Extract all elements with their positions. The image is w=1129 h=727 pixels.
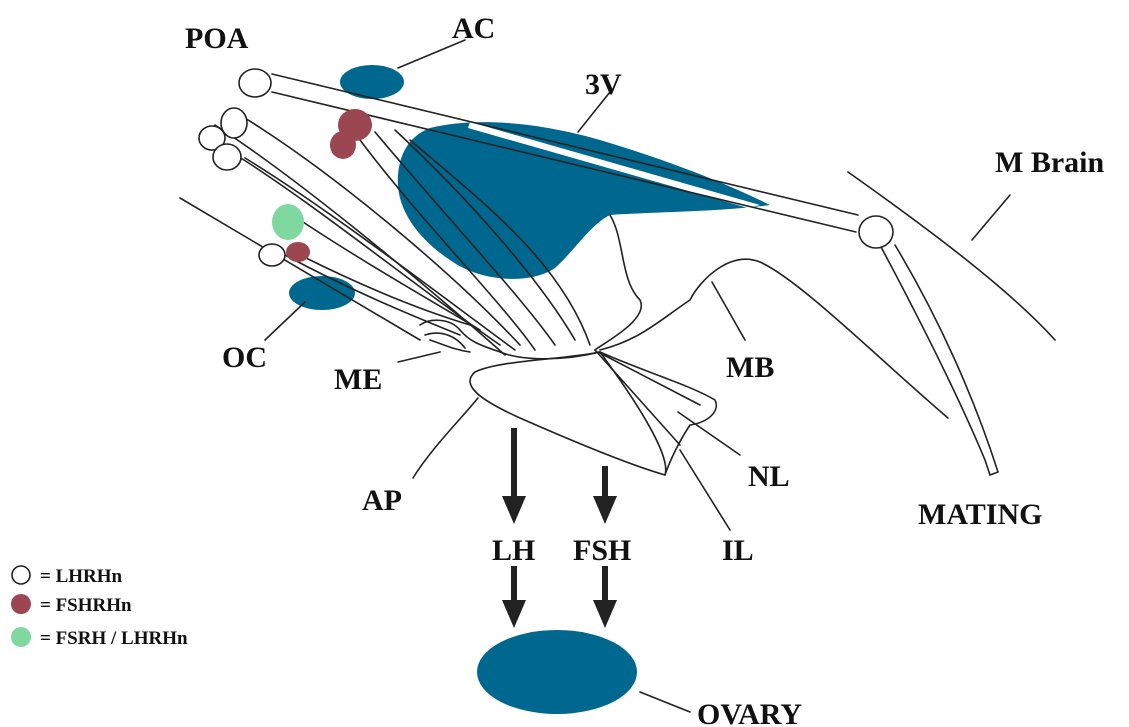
midbrain-outline [848,172,1055,340]
lhrh-cell-d [259,244,285,266]
fshrh-cell-b [330,131,356,159]
legend-mint-circle [11,627,31,647]
label-ap: AP [362,484,402,517]
il-pointer [680,450,730,530]
legend-label-lhrhn: = LHRHn [40,566,123,587]
label-ovary: OVARY [697,698,802,727]
legend-open-circle [12,566,30,584]
mb-pointer [712,282,745,340]
legend-label-fshrhn: = FSHRHn [40,595,132,616]
label-mating: MATING [918,498,1042,531]
mb-outline [600,259,948,418]
ovary-shape [477,630,637,714]
label-il: IL [722,534,754,567]
legend-label-fsrh-lhrhn: = FSRH / LHRHn [40,628,188,649]
third-ventricle-region [398,122,770,279]
legend-item-fshrhn: = FSHRHn [11,594,132,616]
neural-lobe [600,352,716,475]
label-me: ME [334,363,382,396]
fsh-arrow-1 [593,466,617,524]
me-pointer [398,352,440,362]
anterior-pituitary [470,352,666,475]
lhrh-cell-poa [239,69,271,97]
legend-maroon-circle [11,594,31,614]
label-lh: LH [492,534,535,567]
label-poa: POA [185,22,249,55]
median-eminence [420,320,600,359]
label-mb: MB [726,351,774,384]
label-ac: AC [452,12,495,45]
stalk-line-2 [598,352,700,405]
label-nl: NL [748,460,790,493]
label-oc: OC [222,341,267,374]
lhrh-cell-c [213,144,241,170]
legend: = LHRHn = FSHRHn = FSRH / LHRHn [11,566,188,649]
oc-pointer [265,302,305,340]
legend-item-fsrh-lhrhn: = FSRH / LHRHn [11,627,188,649]
anterior-commissure-region [340,65,404,99]
legend-item-lhrhn: = LHRHn [12,566,123,587]
lh-arrow-1 [502,428,526,524]
label-m-brain: M Brain [995,146,1104,179]
ap-pointer [413,398,478,478]
lhrh-cell-mb [859,216,893,248]
mating-neuron-process [880,245,998,475]
lh-arrow-2 [502,566,526,628]
m-brain-pointer [972,195,1010,240]
fshrh-cell-c [286,242,310,262]
fsh-arrow-2 [593,566,617,628]
fsrh-lhrh-cell [272,204,304,240]
label-fsh: FSH [573,534,631,567]
median-eminence-inner [425,333,470,352]
ventricle-lower-outline [595,215,641,350]
label-3v: 3V [585,68,622,101]
stalk-line-1 [595,350,680,445]
ovary-pointer [640,692,690,712]
